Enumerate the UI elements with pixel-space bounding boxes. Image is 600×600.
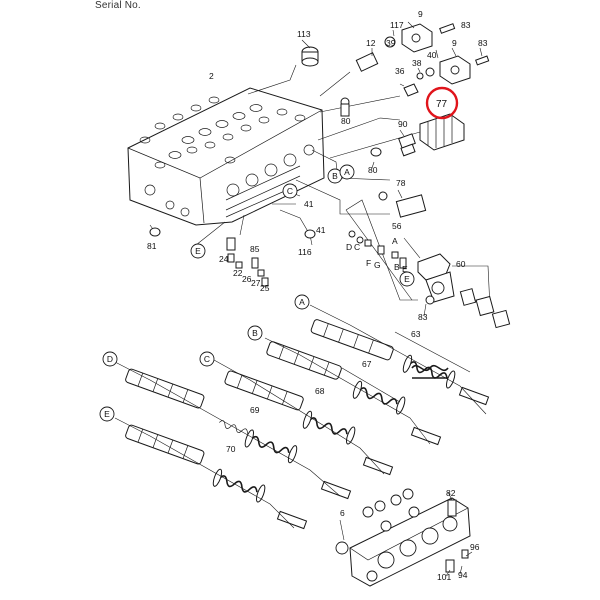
marker-circle: [282, 183, 298, 199]
bolt-80-lower: [370, 147, 382, 169]
marker-c2: C: [204, 354, 210, 364]
letter-d: D: [346, 242, 352, 252]
marker-circle: [399, 271, 415, 287]
callout-39: 39: [386, 38, 396, 48]
callout-117: 117: [390, 20, 404, 30]
callout-81: 81: [147, 241, 157, 251]
callout-70: 70: [226, 444, 236, 454]
section-marker-labels: B A C E E A B C D E: [104, 167, 410, 419]
callout-12: 12: [366, 38, 376, 48]
spool-a-assembly: [309, 304, 490, 415]
bolt-80-upper: [340, 97, 350, 117]
letter-g: G: [374, 260, 381, 270]
callout-26: 26: [242, 274, 252, 284]
marker-e3: E: [104, 409, 110, 419]
plug-90: [398, 129, 416, 157]
marker-a1: A: [344, 167, 350, 177]
marker-circle: [99, 406, 115, 422]
spool-b-assembly: [264, 337, 442, 446]
callout-56: 56: [392, 221, 402, 231]
callout-40: 40: [427, 50, 437, 60]
spool-56-parts: [345, 199, 455, 303]
callout-60: 60: [456, 259, 466, 269]
marker-circle: [199, 351, 215, 367]
spool-d-assembly: [114, 361, 352, 500]
cap-assembly-top: [319, 21, 490, 113]
part-number-callouts: 9 83 113 117 12 39 40 9 83 38 36 2 80 90…: [147, 9, 488, 582]
callout-82: 82: [446, 488, 456, 498]
marker-circle: [102, 351, 118, 367]
letter-c: C: [354, 242, 360, 252]
marker-circle: [247, 325, 263, 341]
callout-9b: 9: [452, 38, 457, 48]
callout-36: 36: [395, 66, 405, 76]
callout-96: 96: [470, 542, 480, 552]
callout-113: 113: [297, 29, 311, 39]
bottom-cover-assembly: [335, 488, 473, 587]
callout-63: 63: [411, 329, 421, 339]
small-letter-labels: D C F G B A E: [346, 236, 408, 274]
callout-27: 27: [251, 278, 261, 288]
letter-b: B: [394, 262, 400, 272]
highlighted-part-label: 77: [436, 99, 448, 110]
callout-83: 83: [461, 20, 471, 30]
marker-e2: E: [404, 274, 410, 284]
control-valve-body: [127, 87, 325, 226]
leader-lines-body: [149, 117, 401, 246]
letter-a: A: [392, 236, 398, 246]
marker-d2: D: [107, 354, 113, 364]
marker-b2: B: [252, 328, 258, 338]
serial-number-label: Serial No.: [95, 0, 141, 11]
callout-2: 2: [209, 71, 214, 81]
callout-38: 38: [412, 58, 422, 68]
callout-80b: 80: [368, 165, 378, 175]
letter-e: E: [402, 264, 408, 274]
marker-c1: C: [287, 186, 293, 196]
marker-b1: B: [332, 171, 338, 181]
callout-41b: 41: [316, 225, 326, 235]
small-parts-left: [149, 227, 316, 287]
callout-24: 24: [219, 254, 229, 264]
marker-circle: [339, 164, 355, 180]
callout-67: 67: [362, 359, 372, 369]
callout-6: 6: [340, 508, 345, 518]
spool-c-assembly: [213, 359, 394, 476]
callout-90: 90: [398, 119, 408, 129]
marker-a2: A: [299, 297, 305, 307]
spool-e-assembly: [114, 417, 308, 530]
callout-85: 85: [250, 244, 260, 254]
callout-41: 41: [304, 199, 314, 209]
callout-25: 25: [260, 283, 270, 293]
callout-80: 80: [341, 116, 351, 126]
highlight-circle: [425, 86, 459, 120]
callout-83c: 83: [418, 312, 428, 322]
callout-68: 68: [315, 386, 325, 396]
marker-circle: [294, 294, 310, 310]
callout-94: 94: [458, 570, 468, 580]
callout-116: 116: [298, 247, 312, 257]
callout-22: 22: [233, 268, 243, 278]
callout-101: 101: [437, 572, 451, 582]
callout-9: 9: [418, 9, 423, 19]
callout-69: 69: [250, 405, 260, 415]
letter-f: F: [366, 258, 371, 268]
parts-60-group: [423, 265, 511, 329]
section-markers: [99, 164, 415, 422]
sleeve-78: [378, 189, 427, 218]
marker-circle: [190, 243, 206, 259]
callout-83b: 83: [478, 38, 488, 48]
plug-113: [247, 39, 319, 95]
marker-e1: E: [195, 246, 201, 256]
callout-78: 78: [396, 178, 406, 188]
